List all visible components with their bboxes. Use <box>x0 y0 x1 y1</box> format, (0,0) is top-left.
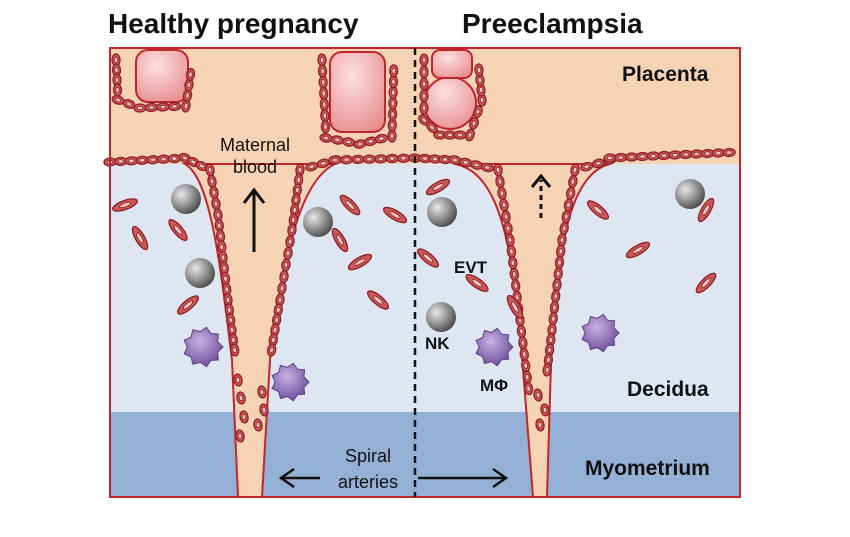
spiral-arrow-right <box>418 467 509 489</box>
myometrium-layer <box>110 412 740 497</box>
label-decidua: Decidua <box>627 378 709 401</box>
spiral-arrow-left <box>278 467 320 489</box>
maternal-line2: blood <box>232 157 278 177</box>
label-nk: NK <box>425 334 450 353</box>
nk-cells <box>171 179 705 332</box>
title-healthy: Healthy pregnancy <box>108 8 359 39</box>
title-preeclampsia: Preeclampsia <box>462 8 643 39</box>
evt-cells <box>112 178 717 320</box>
label-placenta: Placenta <box>622 63 709 86</box>
maternal-blood-arrow <box>242 187 266 252</box>
spiral-line2: arteries <box>337 472 399 492</box>
trophoblast-cells <box>103 53 736 443</box>
maternal-line1: Maternal <box>219 135 291 155</box>
figure-border <box>109 47 741 498</box>
decidua-layer <box>110 164 740 412</box>
label-spiral-arteries: Spiral arteries <box>318 443 418 495</box>
reduced-flow-arrow <box>530 173 552 218</box>
label-maternal-blood: Maternal blood <box>205 134 305 178</box>
spiral-line1: Spiral <box>344 446 392 466</box>
label-macrophage: MΦ <box>480 376 509 395</box>
macrophage-cells <box>183 313 620 402</box>
label-evt: EVT <box>454 258 488 277</box>
label-myometrium: Myometrium <box>585 457 710 480</box>
